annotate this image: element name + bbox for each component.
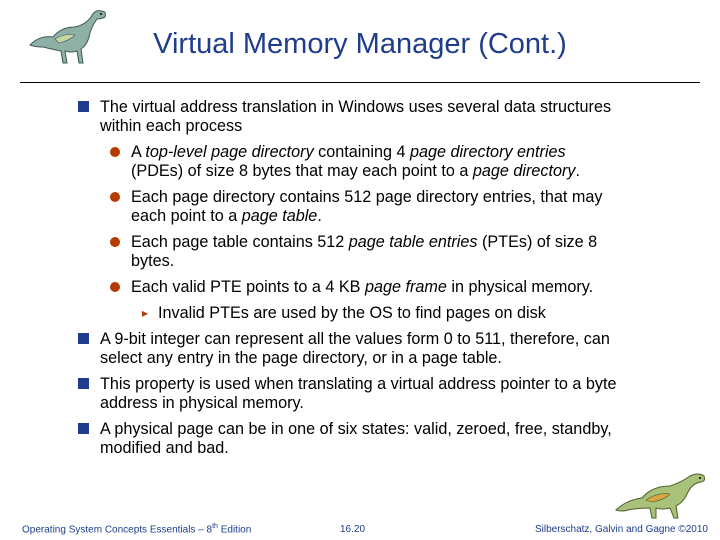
bullet-text: . [317, 207, 322, 225]
dinosaur-icon [29, 10, 106, 64]
bullet-item: The virtual address translation in Windo… [0, 98, 720, 136]
sub-bullet-item: Each page table contains 512 page table … [0, 233, 720, 271]
square-bullet-icon [78, 423, 89, 434]
bullet-text: A physical page can be in one of six sta… [100, 420, 612, 438]
dinosaur-icon [615, 473, 705, 519]
bullet-text: Invalid PTEs are used by the OS to find … [158, 304, 546, 322]
sub-bullet-item: Each valid PTE points to a 4 KB page fra… [0, 278, 720, 297]
term-top-level-page-directory: top-level page directory [145, 143, 314, 161]
square-bullet-icon [78, 101, 89, 112]
bullet-text: Each page table contains 512 [131, 233, 349, 251]
bullet-text: each point to a [131, 207, 242, 225]
bullet-text: Each valid PTE points to a 4 KB [131, 278, 365, 296]
slide-number: 16.20 [340, 524, 366, 535]
round-bullet-icon [110, 237, 120, 247]
bullet-text: address in physical memory. [100, 394, 304, 412]
page-title: Virtual Memory Manager (Cont.) [153, 28, 567, 60]
bullet-item: A physical page can be in one of six sta… [0, 420, 720, 458]
bullet-text: A 9-bit integer can represent all the va… [100, 330, 610, 348]
bullet-text: The virtual address translation in Windo… [100, 98, 612, 116]
round-bullet-icon [110, 192, 120, 202]
footer-text: Operating System Concepts Essentials – 8 [22, 524, 213, 535]
term-page-table-entries: page table entries [348, 233, 478, 251]
bullet-text: in physical memory. [446, 278, 594, 296]
bullet-item: A 9-bit integer can represent all the va… [0, 330, 720, 368]
bullet-text: Each page directory contains 512 page di… [131, 188, 603, 206]
bullet-text: containing 4 [313, 143, 410, 161]
bullet-text: This property is used when translating a… [100, 375, 617, 393]
bullet-text: A [131, 143, 146, 161]
sub-bullet-item: Each page directory contains 512 page di… [0, 188, 720, 226]
term-page-table: page table [241, 207, 318, 225]
round-bullet-icon [110, 282, 120, 292]
term-page-frame: page frame [364, 278, 447, 296]
bullet-text: modified and bad. [100, 439, 229, 457]
square-bullet-icon [78, 378, 89, 389]
bullet-text: (PDEs) of size 8 bytes that may each poi… [131, 162, 473, 180]
footer-text: Edition [217, 524, 252, 535]
bullet-text: bytes. [131, 252, 175, 270]
title-divider [20, 82, 700, 83]
square-bullet-icon [78, 333, 89, 344]
bullet-text: select any entry in the page directory, … [100, 349, 502, 367]
term-page-directory: page directory [472, 162, 576, 180]
footer-authors: Silberschatz, Galvin and Gagne ©2010 [534, 524, 708, 535]
bullet-text: . [575, 162, 581, 180]
bullet-text: within each process [100, 117, 243, 135]
footer-superscript: th [212, 522, 218, 530]
sub-sub-bullet-item: ▸ Invalid PTEs are used by the OS to fin… [0, 304, 720, 323]
term-page-directory-entries: page directory entries [409, 143, 566, 161]
round-bullet-icon [110, 147, 120, 157]
slide-content: The virtual address translation in Windo… [0, 98, 720, 465]
triangle-bullet-icon: ▸ [142, 306, 149, 320]
bullet-text: (PTEs) of size 8 [477, 233, 598, 251]
sub-bullet-item: A top-level page directory containing 4 … [0, 143, 720, 181]
footer-book-title: Operating System Concepts Essentials – 8… [22, 523, 251, 535]
bullet-item: This property is used when translating a… [0, 375, 720, 413]
